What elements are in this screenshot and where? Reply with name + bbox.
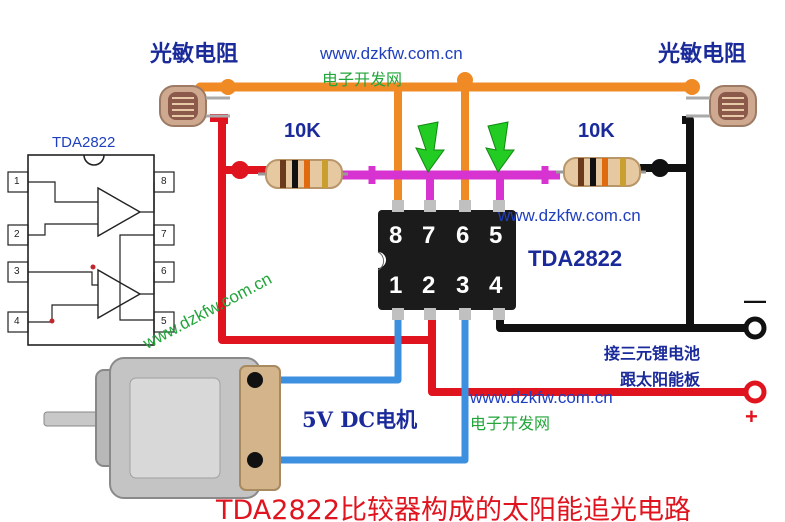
watermark-bottom-url: www.dzkfw.com.cn — [470, 388, 613, 407]
ic-pin-2: 2 — [422, 272, 436, 299]
plus-sign: + — [745, 404, 758, 429]
watermark-bottom-cn: 电子开发网 — [470, 416, 551, 433]
schematic-pin-6: 6 — [161, 266, 167, 277]
schematic-pin-3: 3 — [14, 266, 20, 277]
ldr-right — [686, 85, 757, 127]
page-title: TDA2822比较器构成的太阳能追光电路 — [216, 495, 691, 522]
ic-pin-5: 5 — [489, 222, 503, 249]
schematic-pin-5: 5 — [161, 316, 167, 327]
resistor-left-label: 10K — [284, 120, 321, 142]
ldr-left-label: 光敏电阻 — [150, 41, 239, 67]
plus-terminal — [743, 380, 767, 404]
schematic-pin-1: 1 — [14, 176, 20, 187]
ic-chip — [377, 200, 516, 320]
motor — [43, 357, 281, 499]
arrow-green-right — [485, 121, 515, 173]
schematic-pin-2: 2 — [14, 229, 20, 240]
red-node-a — [231, 161, 249, 179]
orange-node-right — [684, 79, 700, 95]
battery-note-line1: 接三元锂电池 — [604, 344, 701, 363]
ldr-left — [159, 85, 230, 127]
orange-node-left — [220, 79, 236, 95]
watermark-top-url: www.dzkfw.com.cn — [320, 44, 463, 63]
schematic-pin-7: 7 — [161, 229, 167, 240]
schematic-pin-8: 8 — [161, 176, 167, 187]
resistor-right-label: 10K — [578, 120, 615, 142]
ic-pin-6: 6 — [456, 222, 470, 249]
ic-label: TDA2822 — [528, 246, 623, 271]
ic-pin-3: 3 — [456, 272, 470, 299]
battery-note-line2: 跟太阳能板 — [620, 370, 701, 389]
orange-node-mid — [457, 72, 473, 88]
minus-sign: — — [744, 288, 766, 313]
ic-pin-8: 8 — [389, 222, 403, 249]
ic-pin-7: 7 — [422, 222, 436, 249]
blue-wire-pin3 — [255, 310, 469, 464]
ldr-right-label: 光敏电阻 — [658, 41, 747, 67]
resistor-left — [258, 159, 348, 189]
blue-wire-pin1 — [255, 310, 402, 384]
ic-pin-4: 4 — [489, 272, 503, 299]
watermark-top-cn: 电子开发网 — [322, 72, 403, 89]
resistor-right — [556, 157, 646, 187]
motor-label: 5V DC电机 — [302, 407, 418, 432]
arrow-green-left — [415, 121, 445, 173]
minus-terminal — [743, 316, 767, 340]
schematic-pin-4: 4 — [14, 316, 20, 327]
schematic — [7, 154, 175, 346]
ic-pin-1: 1 — [389, 272, 403, 299]
watermark-mid-url: www.dzkfw.com.cn — [498, 206, 641, 225]
black-node-a — [651, 159, 669, 177]
schematic-label: TDA2822 — [52, 134, 116, 151]
